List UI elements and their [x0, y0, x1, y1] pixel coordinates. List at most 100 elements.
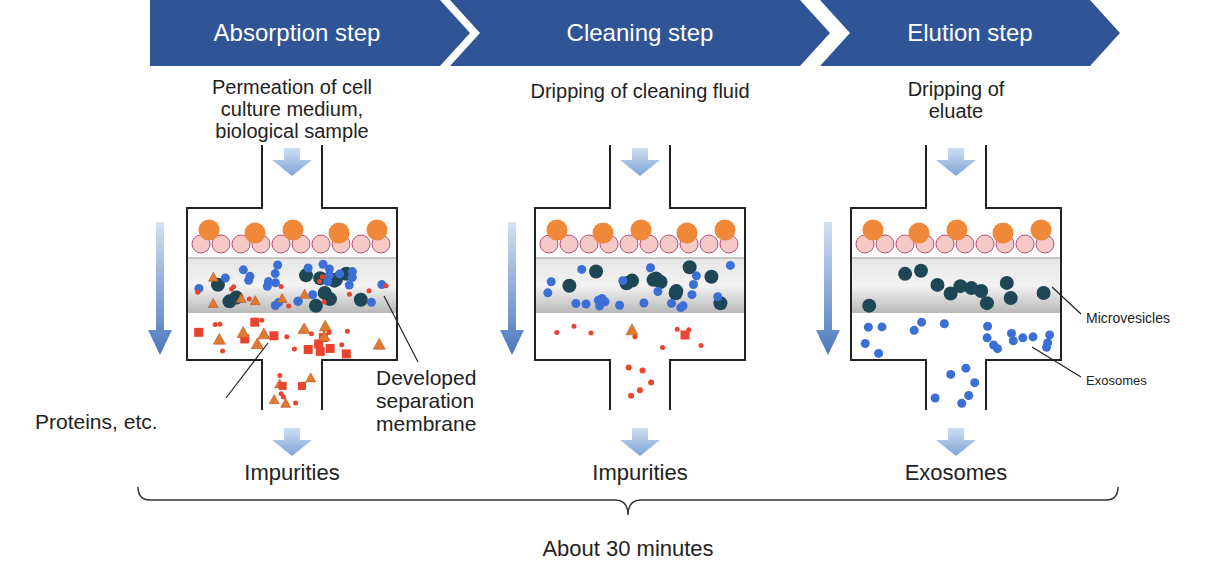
particle	[247, 296, 252, 301]
particle	[713, 292, 722, 301]
label-box: Dripping of cleaning fluid	[505, 80, 775, 102]
particle	[615, 301, 624, 310]
particle	[304, 345, 313, 354]
particle	[1043, 338, 1052, 347]
particle	[983, 333, 992, 342]
particle	[861, 339, 870, 348]
particle	[648, 380, 654, 386]
arrow	[936, 428, 976, 456]
particle	[269, 395, 279, 404]
label-box: Impurities	[202, 461, 382, 485]
label-box: Impurities	[550, 461, 730, 485]
particle	[704, 270, 718, 284]
particle	[957, 399, 966, 408]
particle	[571, 299, 580, 308]
particle	[277, 373, 282, 378]
particle	[1045, 330, 1054, 339]
particle	[304, 264, 313, 273]
particle	[547, 277, 556, 286]
particle	[286, 303, 291, 308]
particle	[589, 330, 594, 335]
particle	[970, 378, 979, 387]
label-box: Exosomes	[866, 461, 1046, 485]
particle	[277, 294, 287, 303]
part-label: Proteins, etc.	[35, 410, 158, 433]
particle	[953, 279, 967, 293]
particle	[342, 349, 351, 358]
particle	[327, 330, 332, 335]
particle	[279, 284, 284, 289]
particle	[195, 290, 200, 295]
particle	[874, 349, 883, 358]
particle	[946, 370, 955, 379]
label-box: Developed separation membrane	[376, 366, 516, 435]
particle	[229, 287, 234, 292]
particle	[329, 223, 350, 244]
particle	[931, 394, 940, 403]
particle	[914, 264, 928, 278]
arrow	[272, 148, 312, 176]
particle	[221, 273, 230, 282]
leader-line	[1052, 287, 1081, 314]
particle	[367, 288, 372, 293]
particle	[354, 293, 368, 307]
particle	[1029, 332, 1038, 341]
time-bracket	[138, 487, 1118, 515]
step-instruction: Permeation of cell culture medium, biolo…	[212, 76, 372, 142]
particle	[325, 271, 334, 280]
particle	[675, 327, 680, 332]
membrane-edge	[536, 258, 744, 259]
particle	[715, 220, 736, 241]
particle	[1016, 235, 1034, 253]
particle	[637, 387, 643, 393]
membrane-band	[188, 258, 396, 313]
particle	[298, 323, 310, 334]
particle	[653, 287, 662, 296]
step-title: Absorption step	[214, 19, 381, 47]
flow-arrow	[148, 222, 840, 355]
arrow	[620, 148, 660, 176]
particle	[626, 324, 638, 335]
particle	[640, 367, 646, 373]
particle	[298, 382, 306, 390]
arrow	[936, 148, 976, 176]
leader-lines	[226, 287, 1081, 398]
particle	[983, 322, 992, 331]
particle	[367, 298, 376, 307]
particle	[347, 292, 352, 297]
particle	[293, 401, 298, 406]
particle	[345, 329, 350, 334]
particle	[993, 344, 1002, 353]
particle	[554, 330, 559, 335]
particle	[626, 365, 632, 371]
arrow	[148, 222, 172, 355]
label-box: Proteins, etc.	[35, 410, 158, 433]
particle	[312, 235, 330, 253]
part-label: Developed separation membrane	[376, 366, 476, 435]
particle	[961, 364, 970, 373]
particle	[320, 274, 325, 279]
particle	[910, 326, 919, 335]
particle	[593, 223, 614, 244]
step-title: Cleaning step	[567, 19, 714, 47]
particle	[306, 373, 316, 382]
step-instruction: Dripping of eluate	[908, 78, 1005, 122]
particle	[692, 271, 701, 280]
step-chevron: Elution step	[820, 0, 1120, 66]
particle	[250, 296, 260, 305]
particle	[917, 318, 926, 327]
particle	[864, 323, 873, 332]
particle	[213, 322, 218, 327]
label-box: About 30 minutes	[488, 537, 768, 561]
particle	[628, 393, 634, 399]
particle	[654, 275, 668, 289]
particle	[618, 276, 627, 285]
chevron-fill	[450, 0, 830, 66]
particle	[681, 331, 690, 340]
particle	[384, 283, 389, 288]
particle	[319, 260, 328, 269]
particle	[639, 299, 648, 308]
particle	[1018, 333, 1027, 342]
membrane-edge	[852, 258, 1060, 259]
